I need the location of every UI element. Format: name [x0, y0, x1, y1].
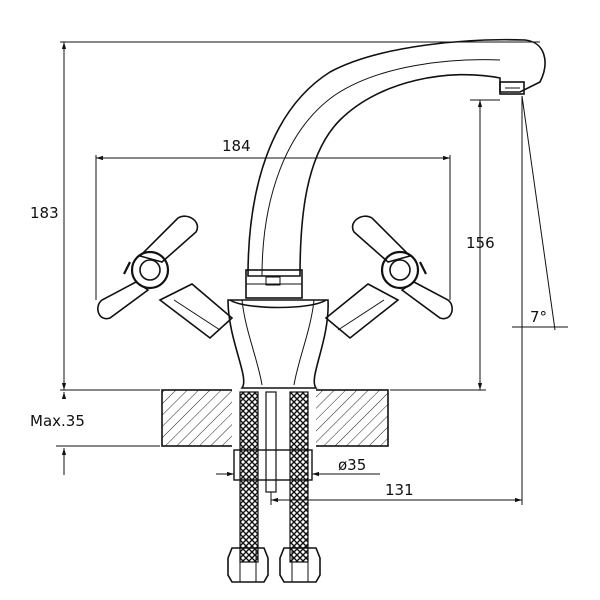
- dimension-spout-reach: 131: [270, 481, 522, 505]
- dimension-hole-diameter: ø35: [216, 455, 380, 480]
- dim-max35-label: Max.35: [30, 412, 85, 430]
- faucet-body: [227, 299, 329, 389]
- dimension-total-height: 183: [30, 41, 540, 391]
- left-handle: [97, 215, 234, 340]
- dim-183-label: 183: [30, 204, 59, 222]
- dimension-max-thickness: Max.35: [30, 392, 160, 475]
- dim-diameter35-label: ø35: [338, 456, 366, 474]
- supply-hoses: [227, 391, 321, 583]
- dimension-spout-angle: 7°: [512, 95, 568, 505]
- dim-184-label: 184: [222, 137, 251, 155]
- spout: [245, 38, 546, 299]
- dim-7deg-label: 7°: [530, 308, 547, 326]
- dim-156-label: 156: [466, 234, 495, 252]
- dim-131-label: 131: [385, 481, 414, 499]
- dimension-handle-width: 184: [95, 137, 451, 300]
- dimension-spout-height: 156: [390, 99, 500, 391]
- right-handle: [324, 215, 453, 340]
